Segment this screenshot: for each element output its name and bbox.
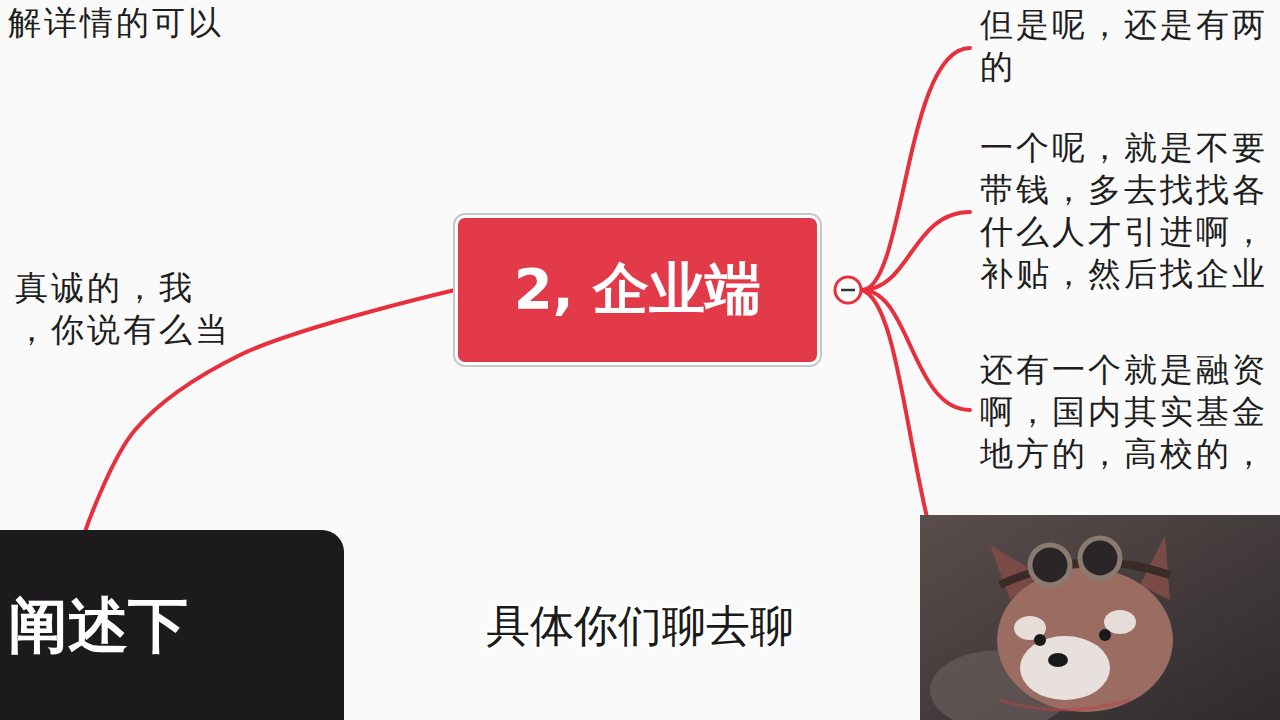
root-text: 阐述下	[8, 586, 344, 667]
panda-muzzle	[1020, 636, 1110, 700]
picture-tint	[1000, 700, 1130, 710]
branch-line	[862, 290, 930, 530]
panda-eye	[1099, 629, 1111, 641]
collapse-button	[835, 277, 861, 303]
branch-text: 解详情的可以	[8, 2, 224, 44]
collapse-minus	[841, 289, 855, 292]
goggle-lens	[1030, 545, 1070, 585]
panda-nose	[1048, 653, 1068, 667]
branch-line	[862, 212, 970, 290]
root-box: 阐述下	[0, 530, 344, 720]
panda-eye	[1034, 634, 1046, 646]
branch-text: 真诚的，我 ，你说有么当	[15, 267, 237, 351]
subtitle: 具体你们聊去聊	[340, 600, 940, 652]
branch-line	[862, 48, 970, 290]
branch-text: 但是呢，还是有两 的	[980, 4, 1280, 88]
branch-text: 一个呢，就是不要 带钱，多去找找各 什么人才引进啊， 补贴，然后找企业	[980, 127, 1280, 295]
topic-text: 2, 企业端	[514, 252, 762, 328]
branch-text: 还有一个就是融资 啊，国内其实基金 地方的，高校的，	[980, 349, 1280, 475]
goggle-lens	[1080, 538, 1120, 578]
topic-box: 2, 企业端	[455, 215, 820, 365]
panda-head	[997, 568, 1173, 712]
